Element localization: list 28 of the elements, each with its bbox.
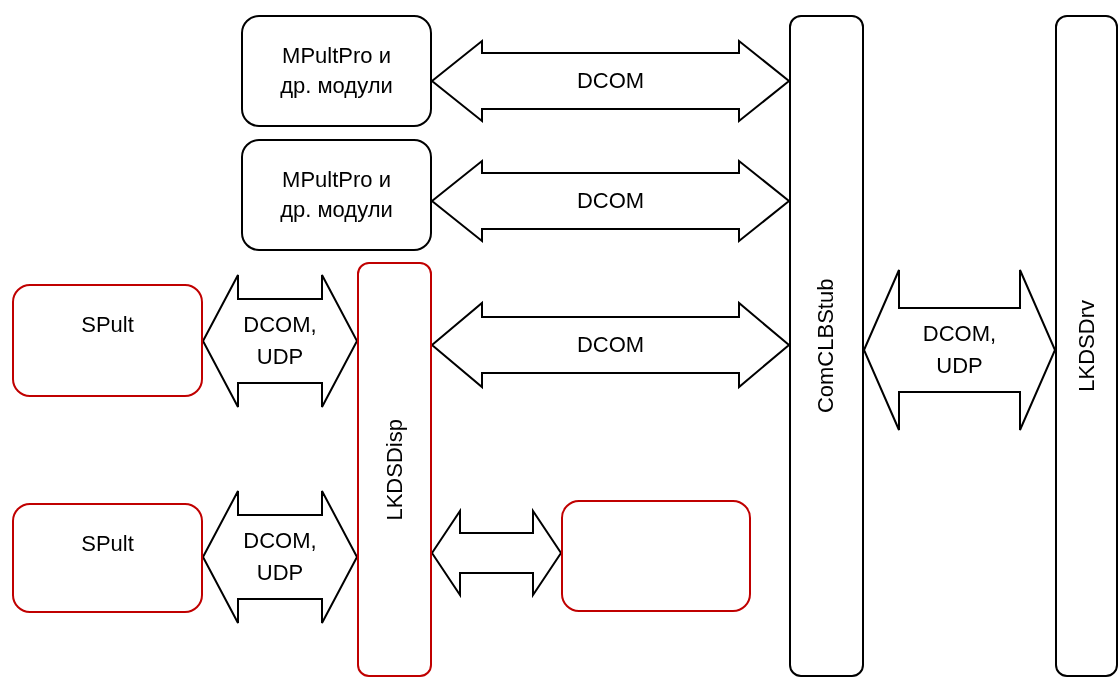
module-box <box>12 284 203 397</box>
edge-label: DCOM <box>575 187 646 215</box>
node-label: MPultPro и др. модули <box>279 166 394 224</box>
node-label: LKDSDrv <box>1072 300 1100 392</box>
double-arrow <box>201 274 359 408</box>
double-arrow <box>430 38 791 124</box>
double-arrow <box>201 490 359 624</box>
component-bar <box>1055 15 1118 677</box>
module-box <box>12 503 203 613</box>
edge-label: DCOM <box>575 67 646 95</box>
node-label: LKDSDisp <box>380 418 408 521</box>
node-label: SPult <box>81 311 134 339</box>
module-box <box>241 139 432 251</box>
node-label: SPult <box>81 530 134 558</box>
node-label: ComCLBStub <box>812 278 840 414</box>
double-arrow <box>430 300 791 390</box>
module-box <box>561 500 751 612</box>
edge-label: DCOM <box>575 331 646 359</box>
edge-label: DCOM, UDP <box>921 320 998 380</box>
component-bar <box>357 262 432 677</box>
double-arrow <box>862 269 1057 431</box>
double-arrow <box>430 507 563 599</box>
edge-label: DCOM, UDP <box>242 527 318 587</box>
component-bar <box>789 15 864 677</box>
edge-label: DCOM, UDP <box>242 311 318 371</box>
double-arrow <box>430 158 791 244</box>
node-label: MPultPro и др. модули <box>279 42 394 100</box>
module-box <box>241 15 432 127</box>
